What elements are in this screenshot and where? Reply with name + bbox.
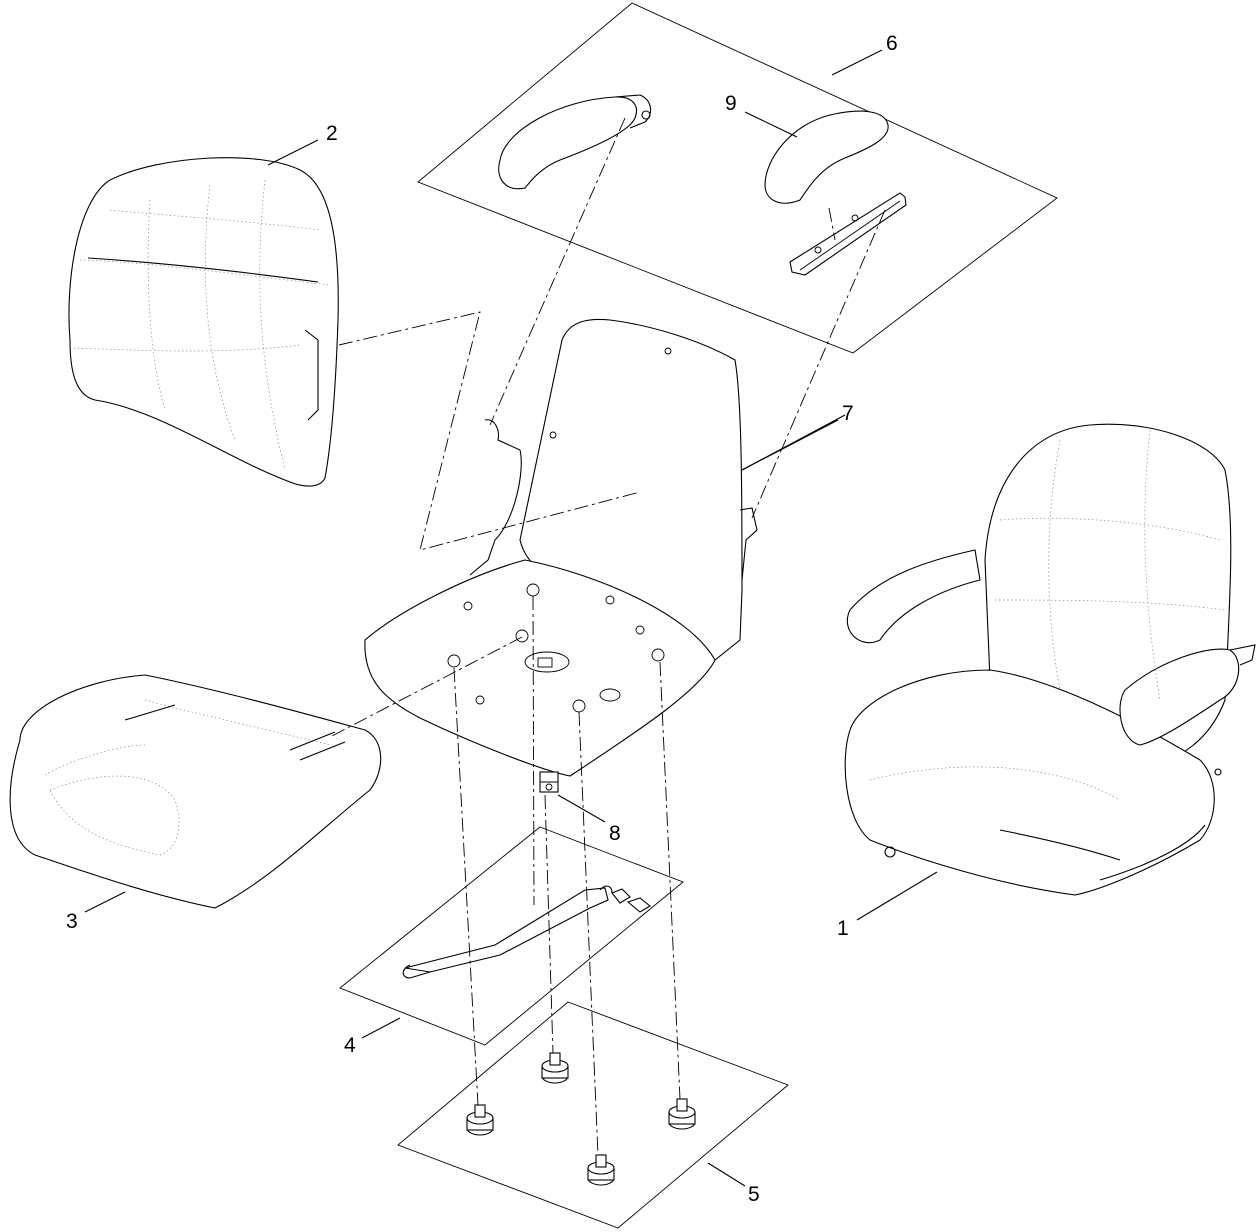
callout-5: 5 [707, 1162, 760, 1206]
seat-assembly [844, 423, 1256, 896]
callout-9-label: 9 [725, 92, 737, 115]
callout-2: 2 [267, 122, 338, 166]
callout-6-label: 6 [886, 32, 898, 55]
callout-7: 7 [741, 402, 854, 471]
isolator-mount [587, 1154, 615, 1186]
right-armrest-pad [764, 110, 889, 204]
armrest-plane-6 [417, 2, 1058, 354]
seat-cushion [9, 674, 382, 909]
callout-8: 8 [557, 794, 621, 845]
seat-frame [364, 318, 846, 777]
callout-4: 4 [344, 1017, 401, 1057]
callout-3: 3 [66, 891, 126, 933]
isolator-mount [541, 1052, 569, 1084]
switch-mount-plane-4 [339, 826, 684, 1046]
isolator-mount [466, 1104, 494, 1136]
isolator-mount [668, 1098, 696, 1130]
callout-7-label: 7 [842, 402, 854, 425]
callout-1-label: 1 [837, 917, 849, 940]
callout-1: 1 [837, 871, 938, 940]
armrest-bracket [789, 192, 907, 276]
left-armrest [498, 96, 637, 190]
callout-4-label: 4 [344, 1034, 356, 1057]
callout-9: 9 [725, 92, 798, 138]
seat-switch [539, 771, 559, 793]
callout-3-label: 3 [66, 910, 78, 933]
isolator-plane-5 [397, 1001, 789, 1229]
callout-6: 6 [831, 32, 898, 76]
backrest-cushion [68, 157, 339, 487]
callout-8-label: 8 [609, 822, 621, 845]
callout-5-label: 5 [748, 1183, 760, 1206]
assembly-lines [329, 117, 886, 1156]
callout-2-label: 2 [326, 122, 338, 145]
